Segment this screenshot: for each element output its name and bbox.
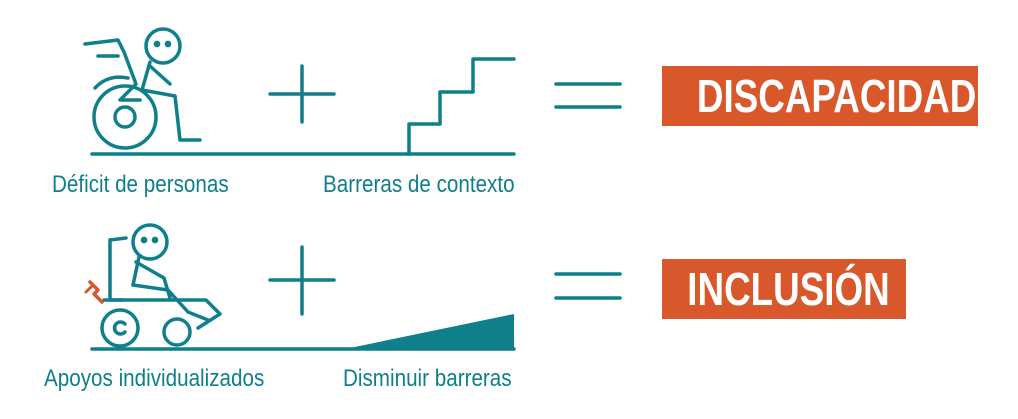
power-wheelchair-user-icon <box>84 223 222 348</box>
manual-wheelchair-user-icon <box>83 27 202 150</box>
ramp-icon <box>345 314 514 349</box>
label-apoyos-individualizados: Apoyos individualizados <box>44 365 265 392</box>
plus-icon-2 <box>268 245 336 316</box>
equals-icon-1 <box>554 82 622 109</box>
label-deficit-personas: Déficit de personas <box>52 171 229 198</box>
result-discapacidad-text: DISCAPACIDAD <box>696 70 977 122</box>
result-inclusion-text: INCLUSIÓN <box>687 263 890 315</box>
label-disminuir-barreras: Disminuir barreras <box>343 365 512 392</box>
equals-icon-2 <box>554 272 622 300</box>
stairs-icon <box>407 57 516 156</box>
label-barreras-contexto: Barreras de contexto <box>323 171 515 198</box>
result-inclusion: INCLUSIÓN <box>662 259 906 319</box>
plus-icon-1 <box>268 64 336 124</box>
result-discapacidad: DISCAPACIDAD <box>662 66 978 126</box>
